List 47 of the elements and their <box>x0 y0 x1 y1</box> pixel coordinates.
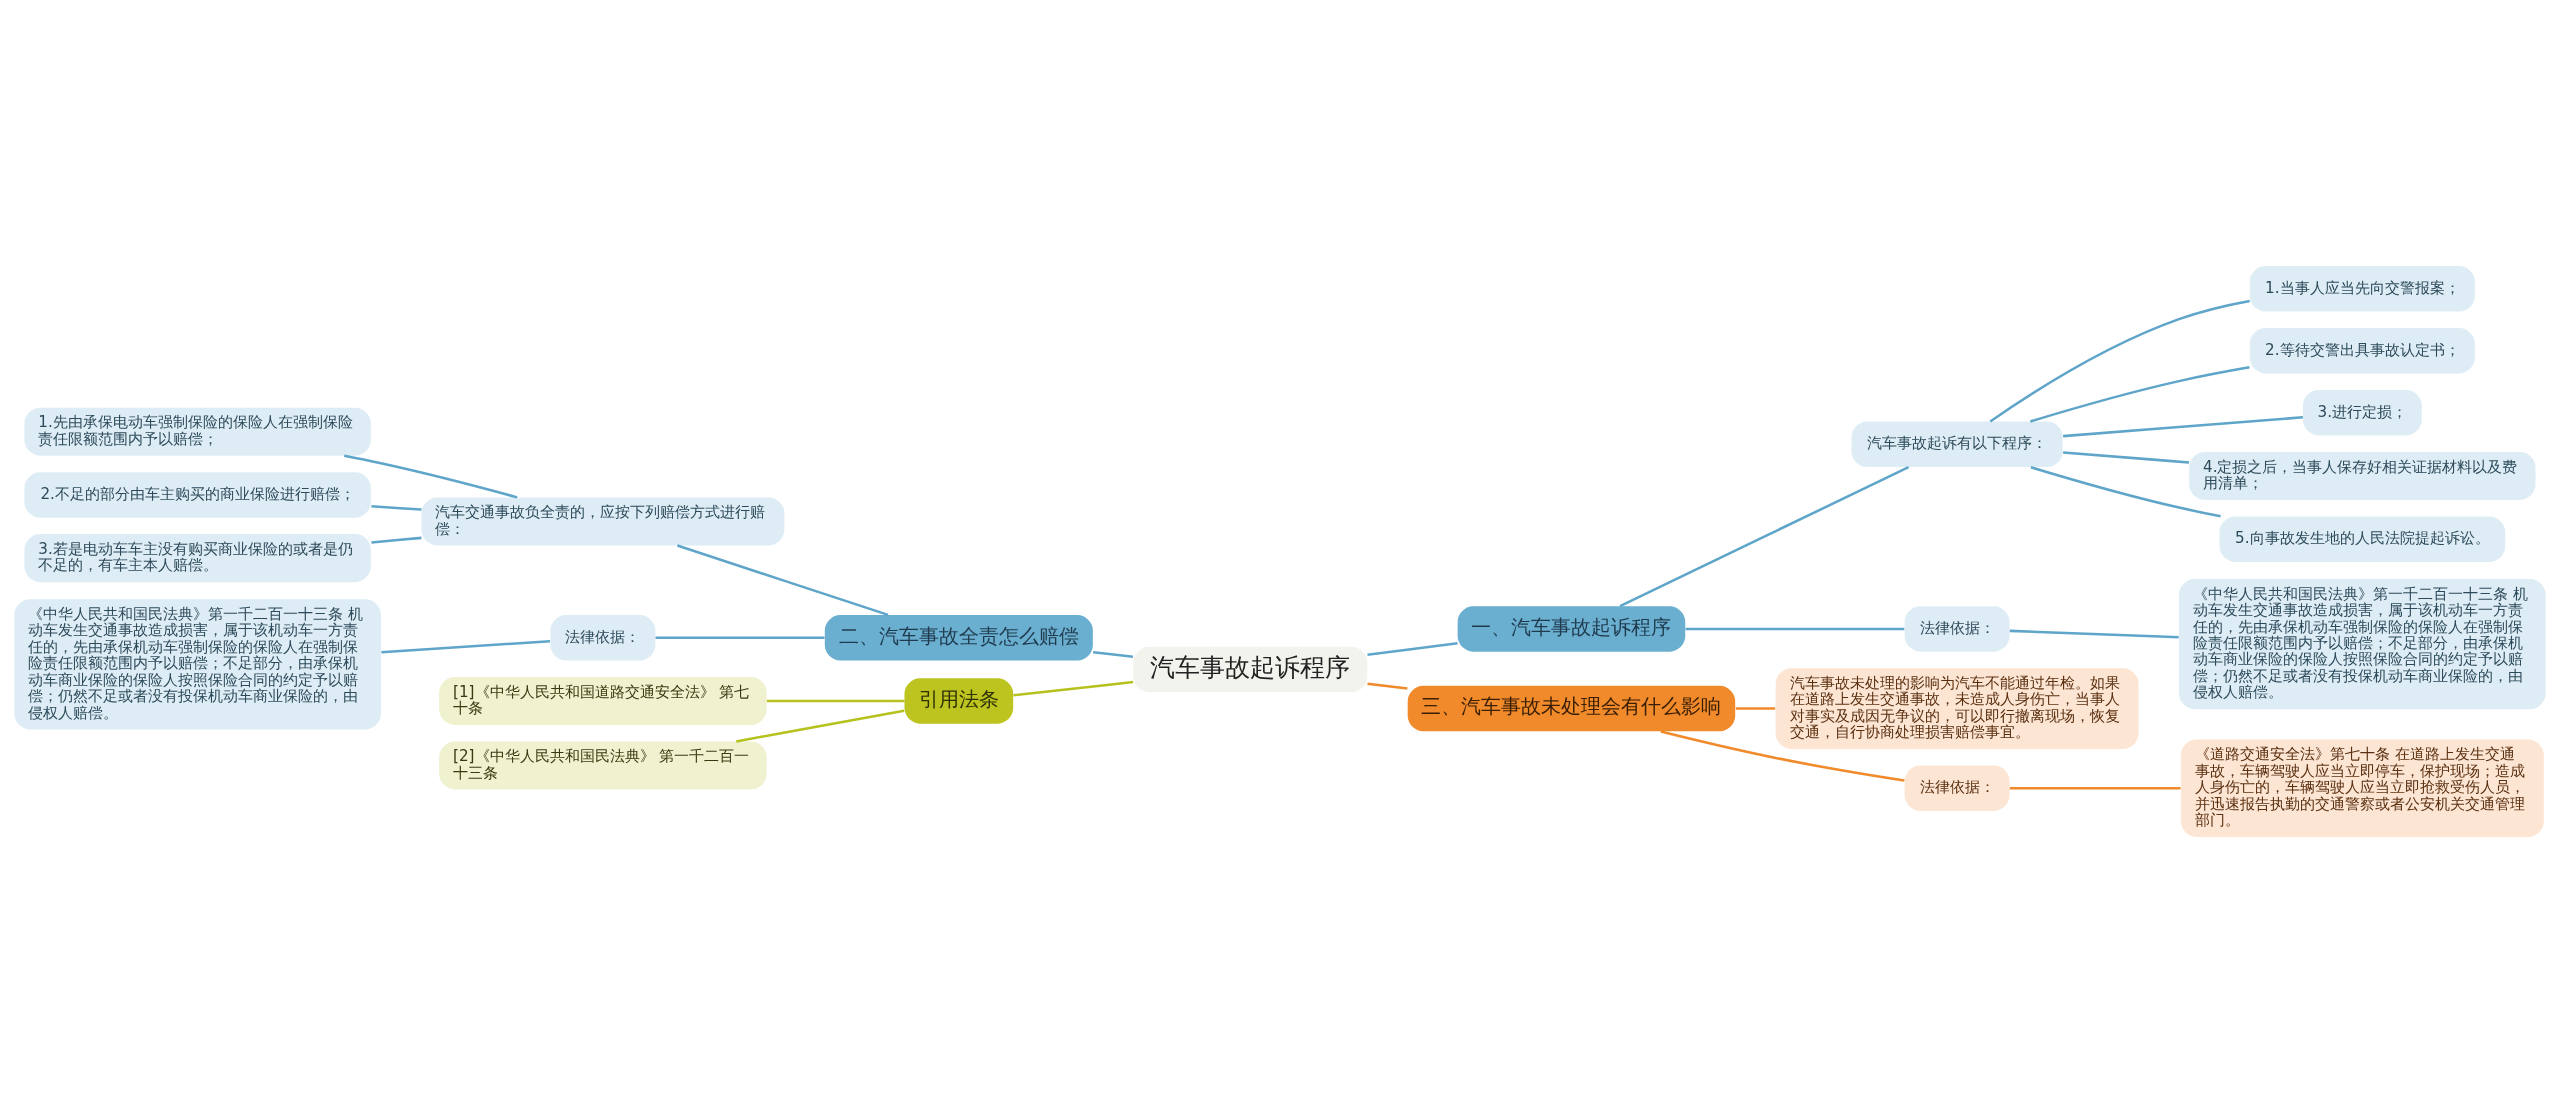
connector <box>2063 415 2303 437</box>
node-box: 汽车交通事故负全责的，应按下列赔偿方式进行赔偿： <box>421 496 785 545</box>
connector <box>1735 706 1776 710</box>
node-box: 法律依据： <box>550 614 656 661</box>
node-box: 汽车事故未处理的影响为汽车不能通过年检。如果在道路上发生交通事故，未造成人身伤亡，当事人对事实及成因无争议的，可以即行撤离现场，恢复交通，自行协商处理损害赔偿事宜。 <box>1775 667 2139 749</box>
connector <box>1367 681 1408 690</box>
connector <box>1367 641 1458 656</box>
connector <box>766 699 905 702</box>
connector <box>371 504 422 511</box>
connector <box>2063 450 2190 464</box>
connector <box>371 536 422 544</box>
node-box: 1.先由承保电动车强制保险的保险人在强制保险责任限额范围内予以赔偿； <box>24 407 371 456</box>
node-box: 4.定损之后，当事人保存好相关证据材料以及费用清单； <box>2189 451 2536 500</box>
connector <box>655 636 825 639</box>
node-box: [1]《中华人民共和国道路交通安全法》 第七十条 <box>439 676 767 725</box>
node-box: 1.当事人应当先向交警报案； <box>2249 265 2475 312</box>
node-box: 法律依据： <box>1904 605 2010 652</box>
node-box: 5.向事故发生地的人民法院提起诉讼。 <box>2219 515 2506 562</box>
connector <box>1660 729 1905 782</box>
node-box: 《中华人民共和国民法典》第一千二百一十三条 机动车发生交通事故造成损害，属于该机动车一方责任的，先由承保机动车强制保险的保险人在强制保险责任限额范围内予以赔偿；不足部分，由承保机动车商业保险的保险人按照保险合同的约定予以赔偿；仍然不足或者没有投保机动车商业保险的，由侵权人赔偿。 <box>2179 578 2546 709</box>
node-box: 法律依据： <box>1904 765 2010 811</box>
node-box: 2.等待交警出具事故认定书； <box>2249 327 2475 374</box>
node-box: 三、汽车事故未处理会有什么影响 <box>1407 685 1736 731</box>
connector <box>2009 786 2181 790</box>
node-box: 2.不足的部分由车主购买的商业保险进行赔偿； <box>24 471 371 518</box>
connector <box>381 639 551 654</box>
connector <box>344 454 518 499</box>
node-box: 一、汽车事故起诉程序 <box>1457 605 1686 652</box>
node-box: 3.进行定损； <box>2302 389 2422 435</box>
connector <box>1685 627 1905 630</box>
connector <box>1989 299 2250 422</box>
node-box: 汽车事故起诉有以下程序： <box>1851 421 2063 467</box>
connector <box>2030 465 2221 518</box>
connector <box>1093 650 1134 658</box>
node-box: 引用法条 <box>904 677 1014 724</box>
node-box: 汽车事故起诉程序 <box>1133 646 1368 692</box>
node-box: 《中华人民共和国民法典》第一千二百一十三条 机动车发生交通事故造成损害，属于该机动车一方责任的，先由承保机动车强制保险的保险人在强制保险责任限额范围内予以赔偿；不足部分，由承保机动车商业保险的保险人按照保险合同的约定予以赔偿；仍然不足或者没有投保机动车商业保险的，由侵权人赔偿。 <box>14 598 381 729</box>
node-box: 二、汽车事故全责怎么赔偿 <box>824 614 1093 661</box>
connector <box>1013 680 1134 696</box>
connector <box>677 543 889 616</box>
connector <box>736 709 905 743</box>
connector <box>2030 365 2250 423</box>
node-box: [2]《中华人民共和国民法典》 第一千二百一十三条 <box>439 741 767 790</box>
node-box: 《道路交通安全法》第七十条 在道路上发生交通事故，车辆驾驶人应当立即停车，保护现场；造成人身伤亡的，车辆驾驶人应当立即抢救受伤人员，并迅速报告执勤的交通警察或者公安机关交通管理部门。 <box>2180 739 2544 837</box>
connector <box>1619 465 1910 607</box>
connector <box>2009 629 2179 638</box>
node-box: 3.若是电动车车主没有购买商业保险的或者是仍不足的，有车主本人赔偿。 <box>24 533 371 582</box>
